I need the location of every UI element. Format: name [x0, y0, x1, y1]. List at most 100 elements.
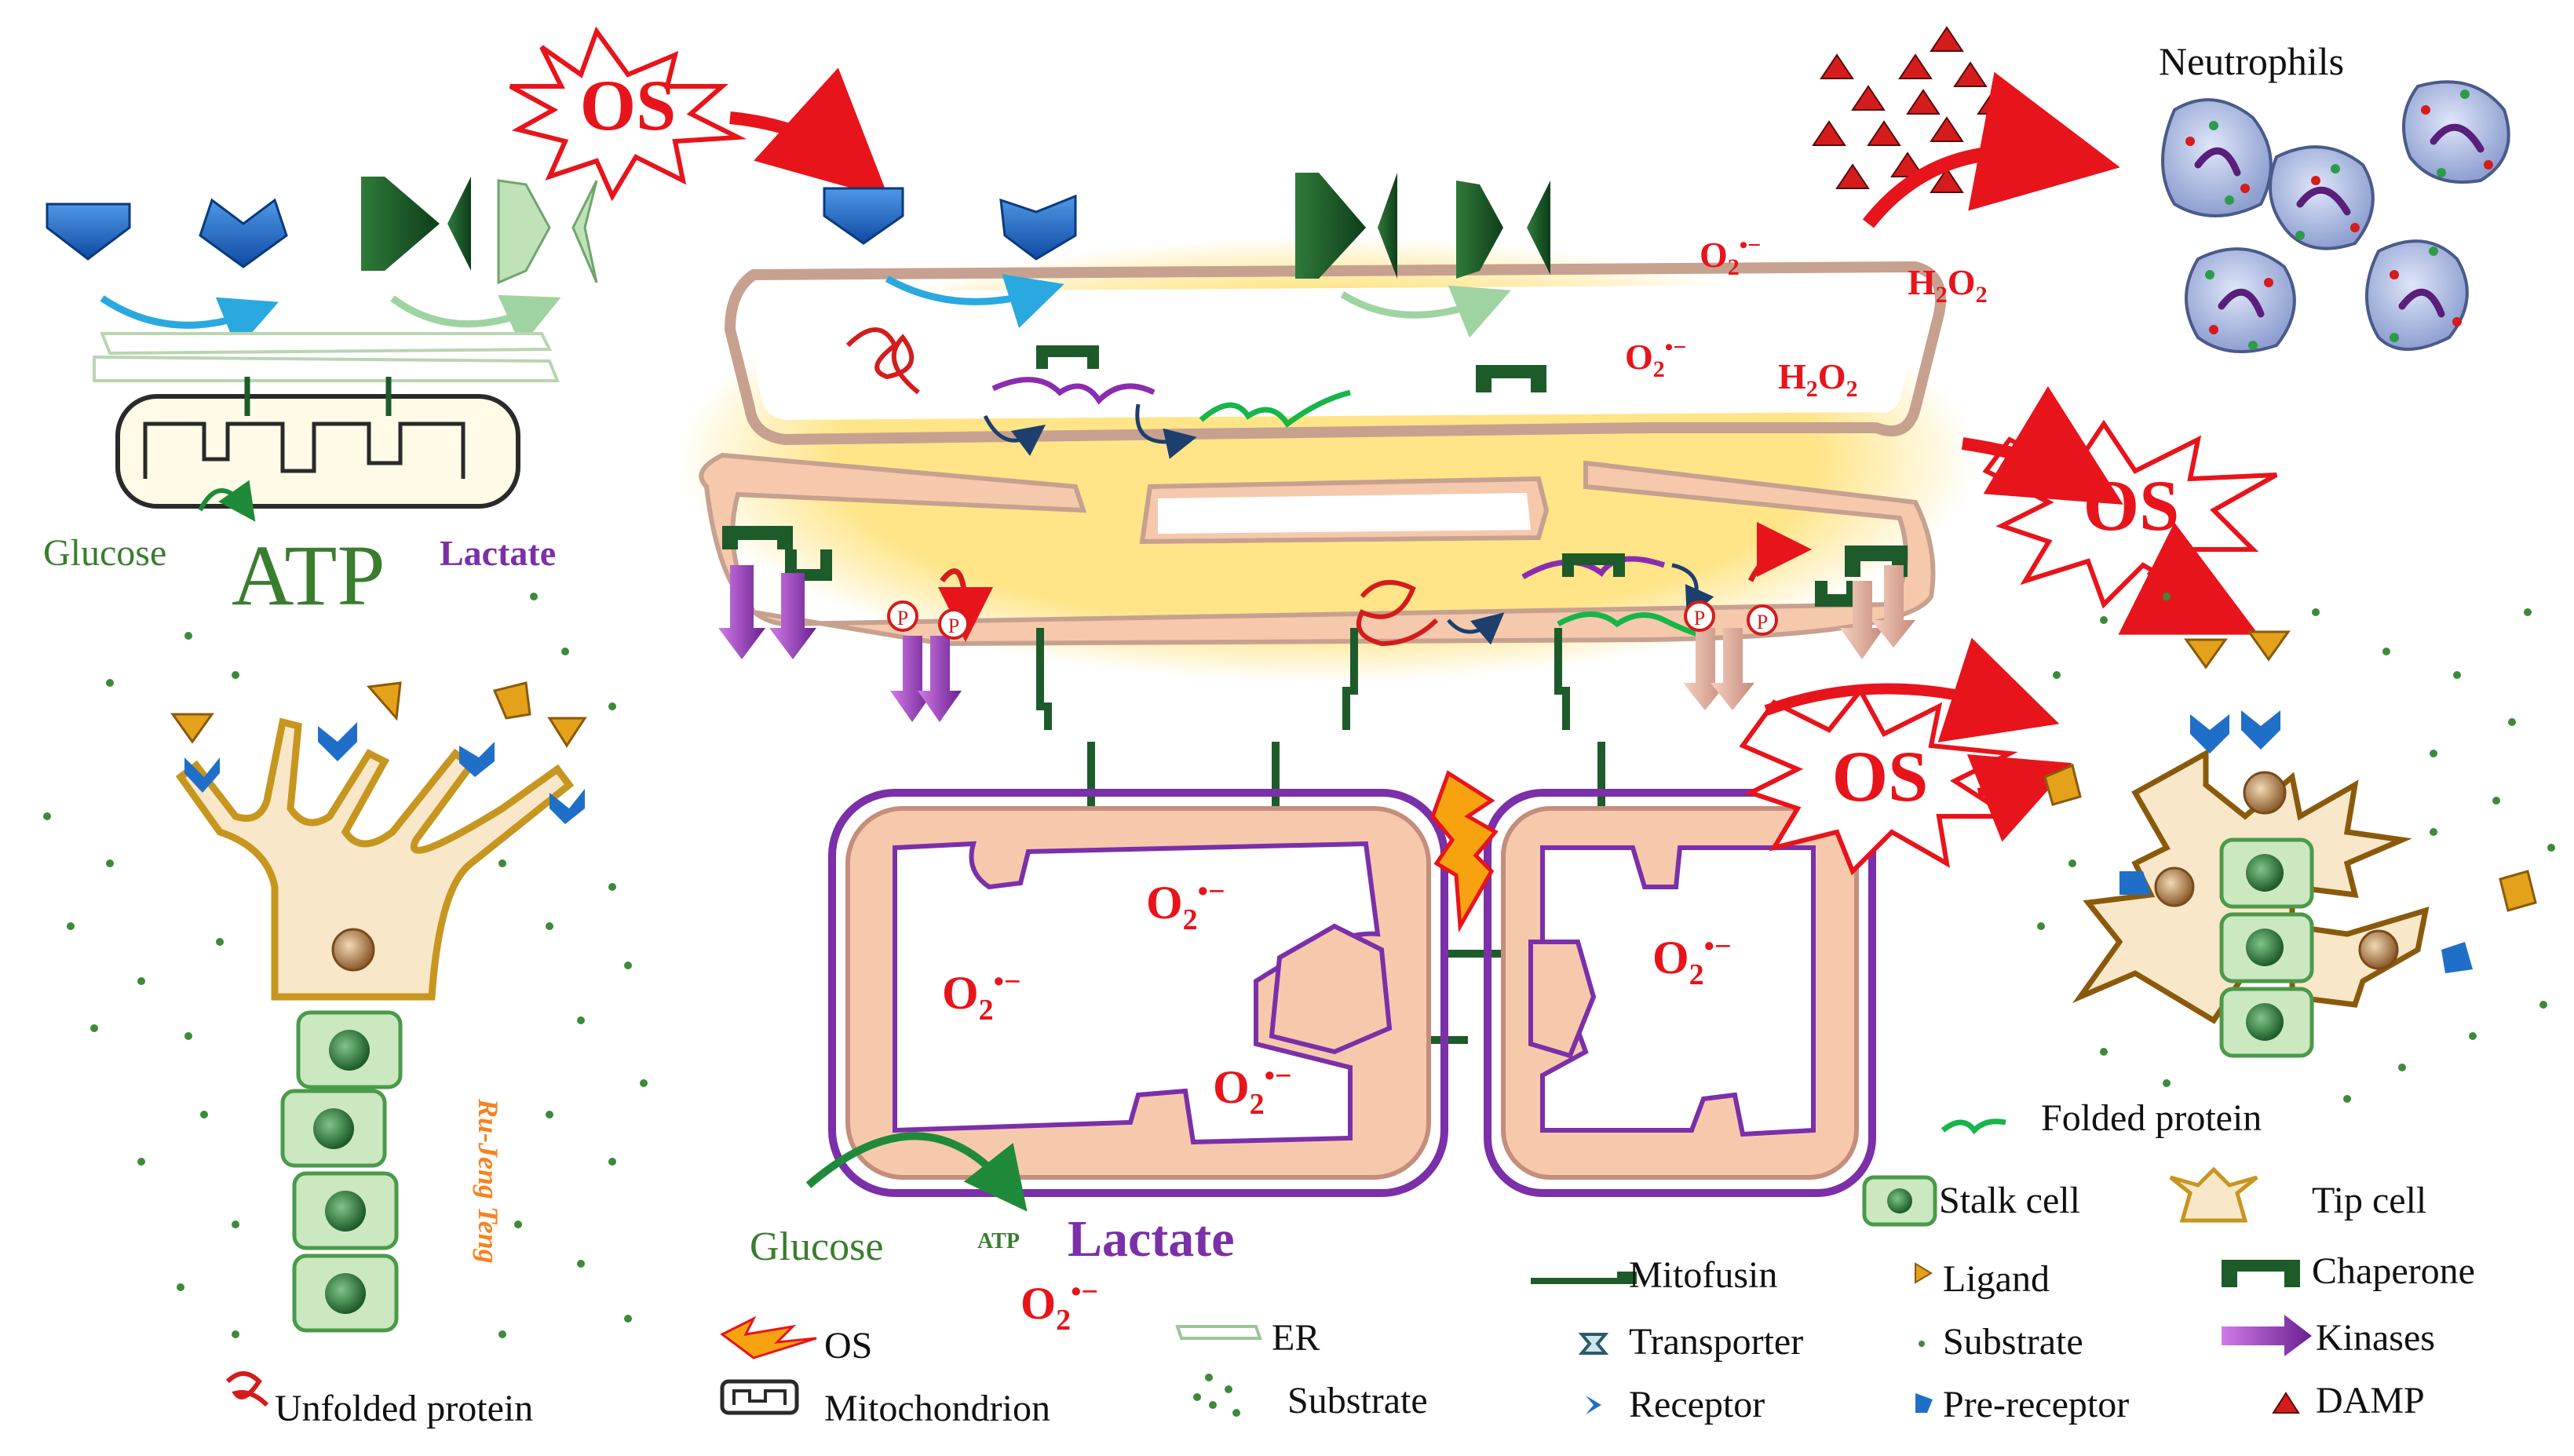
er-icon	[1175, 1325, 1262, 1340]
ligand-icon	[367, 681, 402, 721]
nucleus	[2246, 929, 2284, 966]
ros-label: O2•−	[1146, 875, 1225, 936]
ros-label: O2•−	[942, 965, 1021, 1027]
ligand-icon	[1915, 1262, 1933, 1284]
legend-unfolded-protein: Unfolded protein	[275, 1388, 533, 1429]
receptor-icon	[2190, 714, 2229, 754]
os-burst-mid: OS	[1739, 686, 2018, 876]
nucleus	[2358, 929, 2399, 970]
ligand-icon	[2499, 870, 2537, 912]
os-burst-top: OS	[509, 26, 747, 202]
legend-kinases: Kinases	[2316, 1317, 2435, 1359]
damp-arrow	[1862, 71, 2120, 228]
legend: Unfolded protein OS Mitochondrion ER Sub…	[225, 1097, 2475, 1429]
chaperone-icon	[1476, 365, 1546, 392]
chaperone-icon	[722, 526, 793, 549]
tip-cell-icon	[2169, 1166, 2258, 1223]
nucleus	[2246, 854, 2284, 892]
legend-pre-receptor: Pre-receptor	[1943, 1384, 2129, 1425]
receptor-icon	[549, 789, 585, 824]
translocation-arrow	[885, 274, 1064, 328]
transporter-icon	[1578, 1333, 1609, 1355]
svg-text:O2•−: O2•−	[1625, 334, 1686, 382]
left-tip-stalk: Ru-Jeng Teng	[43, 593, 648, 1338]
legend-mitofusin: Mitofusin	[1629, 1254, 1777, 1296]
tip-cell-body	[175, 717, 575, 1001]
neutrophil-cell	[2185, 247, 2296, 353]
unfolded-protein-icon	[225, 1371, 269, 1407]
glucose-label-left: Glucose	[43, 532, 166, 574]
right-tip-stalk	[2037, 593, 2555, 1103]
neutrophil-cell	[2161, 98, 2273, 217]
folding-arrow	[983, 414, 1046, 456]
lactate-label-left: Lactate	[440, 533, 556, 573]
transporter-icon	[1527, 181, 1550, 275]
kinase-arrows-right	[1683, 565, 1915, 710]
legend-chaperone: Chaperone	[2312, 1250, 2475, 1292]
folded-protein-icon	[1199, 389, 1351, 429]
ros-labels-er: O2•− O2•− H2O2 H2O2	[1625, 232, 1988, 402]
receptor-icon	[318, 722, 357, 761]
receptor-icon	[823, 187, 904, 245]
chaperone-icon	[1562, 553, 1625, 577]
substrate-dot-icon	[1919, 1341, 1925, 1347]
os-label-right: OS	[2083, 465, 2180, 546]
folded-protein-icon	[1941, 1118, 2006, 1135]
os-arrow-right-out	[2118, 522, 2259, 635]
neutrophil-cell	[2402, 80, 2510, 184]
legend-substrate-a: Substrate	[1287, 1380, 1428, 1421]
chaperone-icon	[1036, 345, 1099, 369]
os-arrow-mid-out	[1966, 754, 2072, 842]
svg-text:P: P	[1757, 611, 1768, 633]
transporter-icon	[1295, 173, 1366, 279]
er-shape	[100, 332, 553, 356]
mitochondrion-icon	[115, 394, 520, 509]
os-label-mid: OS	[1832, 736, 1929, 816]
os-arrow-top	[729, 68, 889, 199]
os-arrow-mid	[1764, 637, 2060, 743]
artist-signature: Ru-Jeng Teng	[473, 1098, 504, 1264]
ligand-icon	[170, 713, 214, 744]
glycolysis-arrow	[805, 1132, 1028, 1212]
lactate-label-bottom: Lactate	[1068, 1210, 1235, 1268]
legend-folded-protein: Folded protein	[2041, 1097, 2262, 1139]
transporter-icon	[1456, 181, 1503, 279]
nucleus	[2246, 1003, 2284, 1041]
nucleus	[313, 1108, 354, 1149]
svg-text:P: P	[948, 615, 959, 637]
transporter-icon	[447, 177, 471, 271]
pre-receptor-icon	[1915, 1393, 1933, 1413]
legend-receptor: Receptor	[1629, 1384, 1765, 1425]
misfolded-protein	[991, 377, 1156, 405]
er-shape	[93, 355, 560, 382]
transporter-icon	[361, 177, 440, 271]
neutrophils-group	[2161, 80, 2510, 353]
receptor-icon	[184, 757, 220, 793]
mitochondrion-right: O2•−	[1484, 789, 1876, 1197]
legend-tip-cell: Tip cell	[2312, 1180, 2426, 1221]
pre-receptor-icon	[2119, 871, 2151, 895]
nucleus	[2243, 771, 2287, 815]
folded-protein-icon	[1557, 611, 1704, 639]
damp-icon	[2272, 1392, 2300, 1414]
mitochondrion-left: O2•− O2•− O2•−	[828, 789, 1448, 1197]
ligand-icon	[547, 717, 587, 748]
receptor-icon	[199, 198, 288, 268]
transporter-icon	[497, 179, 551, 285]
translocation-arrow	[390, 294, 561, 347]
phospho-tags: P P P P	[887, 600, 1778, 640]
phosphorylation-arrow	[1747, 522, 1812, 582]
transporter-icon	[571, 180, 598, 283]
svg-text:O2•−: O2•−	[1700, 232, 1761, 280]
left-er-panel: Glucose ATP Lactate	[43, 177, 598, 623]
folding-arrow	[1447, 612, 1505, 645]
glycolysis-arrow	[198, 480, 256, 522]
legend-damp: DAMP	[2316, 1380, 2425, 1421]
receptor-icon	[1586, 1396, 1601, 1414]
substrate-dots-icon	[1193, 1374, 1240, 1417]
glucose-label-bottom: Glucose	[750, 1224, 883, 1269]
neutrophil-cell	[2269, 145, 2375, 250]
ligand-icon	[2184, 638, 2228, 670]
receptor-icon	[999, 194, 1077, 261]
